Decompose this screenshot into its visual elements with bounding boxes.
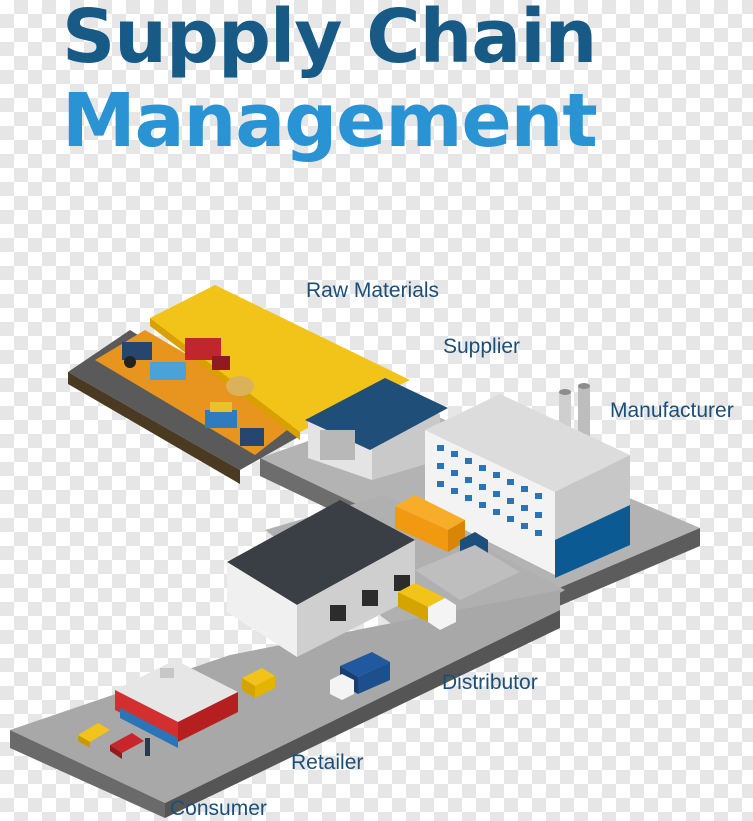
stage-label-raw-materials: Raw Materials (306, 279, 439, 303)
stage-label-consumer: Consumer (170, 797, 267, 821)
stage-label-distributor: Distributor (442, 671, 538, 695)
hay-bale-icon (226, 376, 254, 396)
stage-label-manufacturer: Manufacturer (610, 399, 734, 423)
stage-label-supplier: Supplier (443, 335, 520, 359)
stage-label-retailer: Retailer (291, 751, 363, 775)
